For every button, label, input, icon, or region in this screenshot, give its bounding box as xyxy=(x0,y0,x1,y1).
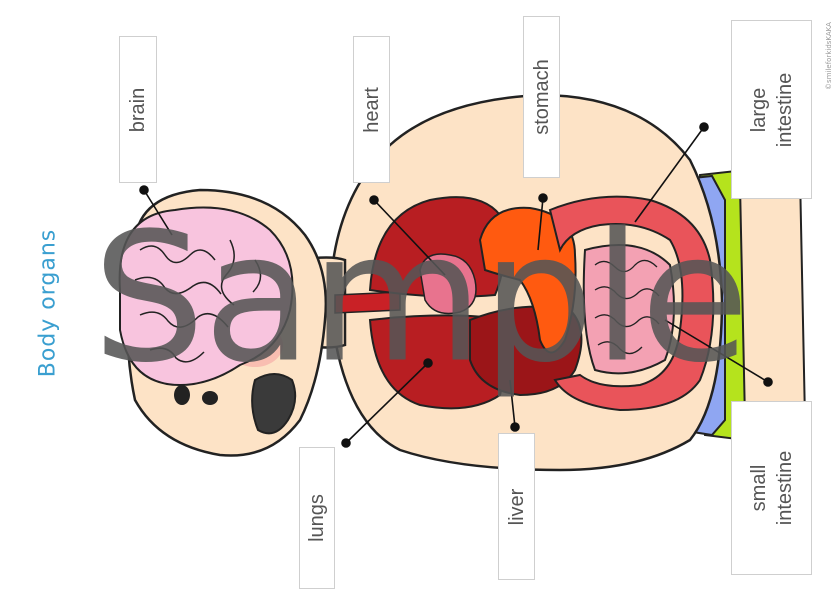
heart-organ xyxy=(419,253,477,315)
label-lungs: lungs xyxy=(306,494,328,542)
label-box-stomach: stomach xyxy=(523,16,560,178)
sample-watermark: Sample xyxy=(92,194,749,402)
trachea xyxy=(334,291,401,314)
leader-heart xyxy=(373,199,446,276)
credit-text: ©smileforkidsKAKA xyxy=(825,22,833,90)
leader-brain xyxy=(143,189,173,236)
brain xyxy=(118,206,294,387)
stomach-organ xyxy=(478,206,577,354)
brain-folds xyxy=(134,239,262,363)
leader-small-intestine xyxy=(664,319,769,383)
label-liver: liver xyxy=(505,488,528,525)
label-box-liver: liver xyxy=(498,433,535,580)
label-small-intestine: small intestine xyxy=(747,450,796,526)
label-box-small-intestine: small intestine xyxy=(731,401,812,575)
eye-left xyxy=(174,385,190,405)
label-heart: heart xyxy=(360,86,383,133)
ear xyxy=(251,373,297,435)
large-intestine-organ xyxy=(548,195,715,412)
leader-lungs xyxy=(345,362,429,444)
label-box-heart: heart xyxy=(353,36,390,183)
label-stomach: stomach xyxy=(530,59,553,135)
leader-liver xyxy=(509,379,516,428)
leg xyxy=(738,168,807,431)
eye-right xyxy=(202,391,218,405)
label-box-brain: brain xyxy=(119,36,157,183)
leader-stomach xyxy=(537,197,544,251)
label-brain: brain xyxy=(127,87,149,132)
leader-large-intestine xyxy=(634,126,705,223)
small-intestine-organ xyxy=(582,244,675,375)
label-large-intestine: large intestine xyxy=(747,72,796,147)
leader-lines xyxy=(139,122,773,448)
label-box-lungs: lungs xyxy=(299,447,335,589)
small-intestine-coils xyxy=(594,259,660,355)
diagram-title: Body organs xyxy=(35,228,61,378)
label-box-large-intestine: large intestine xyxy=(731,20,812,199)
